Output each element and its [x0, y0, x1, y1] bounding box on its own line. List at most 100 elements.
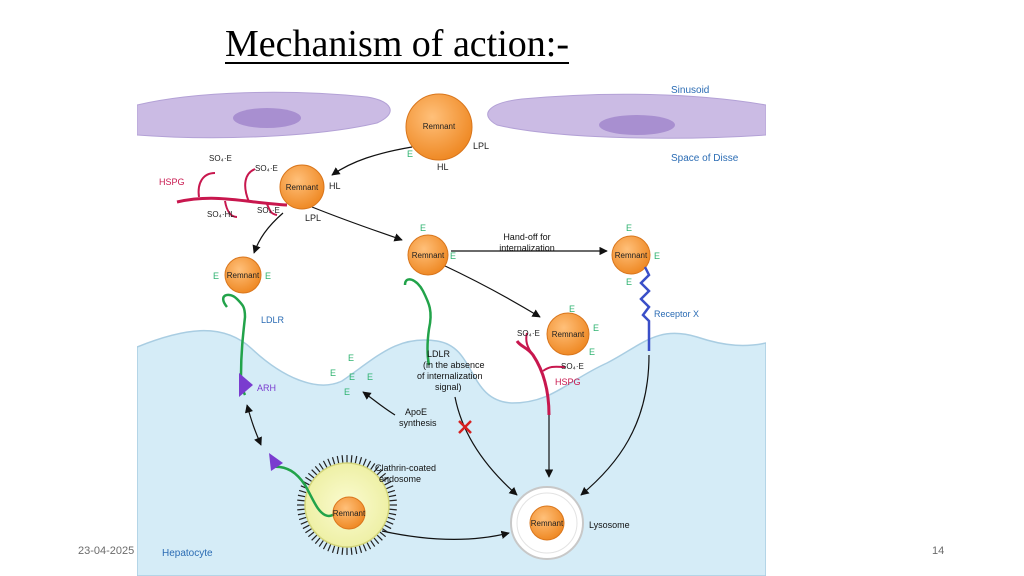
clathrin-spike: [379, 472, 387, 479]
clathrin-spike: [322, 541, 328, 550]
clathrin-spike: [297, 512, 306, 516]
hl-label-1: HL: [437, 162, 449, 172]
arrow-sinusoid-to-disse: [331, 146, 413, 176]
arrow-apoe-synthesis: [362, 391, 396, 416]
hl-label-2: HL: [329, 181, 341, 191]
clathrin-spike: [366, 541, 372, 550]
remnant-label: Remnant: [333, 509, 366, 518]
clathrin-spike: [369, 463, 376, 471]
clathrin-spike: [311, 469, 318, 476]
arrow-receptor-x-to-lysosome: [580, 354, 650, 496]
arrow-to-hspg-remnant: [442, 264, 541, 318]
hspg-label-center: HSPG: [555, 377, 581, 387]
ldlr-center: LDLR (in the absence of internalization …: [403, 278, 485, 392]
slide-date: 23-04-2025: [78, 545, 135, 557]
apoe-e-label: E: [450, 251, 456, 261]
arrow-arh-to-endosome: [244, 404, 262, 446]
clathrin-spike: [358, 456, 363, 465]
so4-hl-label: SO₄·HL: [207, 210, 235, 219]
arh-protein-endosome: [269, 453, 283, 471]
receptor-x-label: Receptor X: [654, 309, 699, 319]
remnant-ldlr-path: Remnant E E: [213, 256, 271, 294]
hepatocyte-surface: [137, 330, 766, 576]
clathrin-spike: [341, 546, 344, 555]
lpl-label-2: LPL: [305, 213, 321, 223]
clathrin-spike: [385, 485, 394, 490]
apoe-e-label: E: [626, 277, 632, 287]
clathrin-spike: [387, 489, 396, 494]
apoe-e-label: E: [589, 347, 595, 357]
apoe-e-label: E: [348, 353, 354, 363]
clathrin-spike: [373, 537, 380, 545]
hspg-complex-left: HSPG SO₄·E SO₄·E SO₄·HL SO₄·E: [159, 154, 288, 219]
remnant-label: Remnant: [423, 122, 456, 131]
clathrin-coated-endosome: Remnant Clathrin-coated endosome: [269, 453, 436, 555]
ldlr-label-left: LDLR: [261, 315, 285, 325]
apoe-synthesis-line2: synthesis: [399, 418, 437, 428]
arrow-ldlr-blocked: [454, 396, 518, 496]
arh-label: ARH: [257, 383, 276, 393]
blocked-pathway-x-icon: [458, 420, 472, 434]
ldlr-absence-line3: of internalization: [417, 371, 483, 381]
apoe-e-label: E: [407, 149, 413, 159]
clathrin-spike: [297, 499, 306, 502]
slide-page-number: 14: [932, 545, 945, 557]
remnant-center: Remnant E E: [407, 223, 456, 276]
clathrin-spike: [298, 489, 307, 494]
clathrin-spike: [369, 539, 376, 547]
clathrin-spike: [366, 460, 372, 469]
clathrin-spike: [305, 476, 313, 483]
clathrin-spike: [314, 465, 321, 473]
handoff-label-line1: Hand-off for: [503, 232, 550, 242]
clathrin-spike: [341, 455, 344, 464]
clathrin-spike: [327, 543, 332, 552]
remnant-label: Remnant: [552, 330, 585, 339]
apoe-synthesis-line1: ApoE: [405, 407, 427, 417]
clathrin-label-line2: endosome: [379, 474, 421, 484]
clathrin-spike: [362, 458, 367, 467]
remnant-sinusoid: Remnant LPL HL E: [405, 93, 489, 172]
clathrin-spike: [362, 543, 367, 552]
so4-e-label-1: SO₄·E: [209, 154, 232, 163]
so4-e-label-2: SO₄·E: [255, 164, 278, 173]
apoe-e-label: E: [626, 223, 632, 233]
remnant-label: Remnant: [531, 519, 564, 528]
arrow-to-ldlr-remnant: [252, 212, 284, 254]
clathrin-spike: [307, 472, 315, 479]
ldlr-left: LDLR ARH: [221, 293, 285, 397]
clathrin-spike: [350, 455, 353, 464]
clathrin-spike: [311, 534, 318, 541]
endothelial-nucleus-left: [233, 108, 301, 128]
clathrin-spike: [300, 520, 309, 525]
handoff-label-line2: internalization: [499, 243, 555, 253]
slide-title: Mechanism of action:-: [225, 23, 570, 65]
space-of-disse-label: Space of Disse: [671, 153, 739, 164]
apoe-e-label: E: [265, 271, 271, 281]
remnant-label: Remnant: [286, 183, 319, 192]
clathrin-spike: [322, 460, 328, 469]
hepatocyte-label: Hepatocyte: [162, 548, 213, 559]
remnant-hl-bound: Remnant HL LPL: [279, 164, 341, 223]
clathrin-spike: [336, 455, 340, 464]
clathrin-spike: [318, 539, 325, 547]
clathrin-spike: [381, 527, 389, 534]
clathrin-spike: [383, 480, 392, 486]
so4-e-label-3: SO₄·E: [257, 206, 280, 215]
lipoprotein-remnant-uptake-diagram: Sinusoid Space of Disse Hepatocyte HSPG …: [137, 85, 766, 576]
remnant-label: Remnant: [412, 251, 445, 260]
clathrin-spike: [383, 524, 392, 530]
apoe-e-label: E: [349, 372, 355, 382]
ldlr-absence-line4: signal): [435, 382, 462, 392]
clathrin-spike: [373, 465, 380, 473]
hspg-label-left: HSPG: [159, 177, 185, 187]
sinusoid-cells: [137, 91, 766, 139]
clathrin-spike: [331, 456, 336, 465]
apoe-e-label: E: [593, 323, 599, 333]
remnant-label: Remnant: [227, 271, 260, 280]
clathrin-spike: [387, 516, 396, 521]
lysosome: Remnant Lysosome: [510, 486, 630, 560]
clathrin-spike: [354, 455, 358, 464]
clathrin-spike: [388, 512, 397, 516]
clathrin-spike: [327, 458, 332, 467]
apoe-e-label: E: [344, 387, 350, 397]
